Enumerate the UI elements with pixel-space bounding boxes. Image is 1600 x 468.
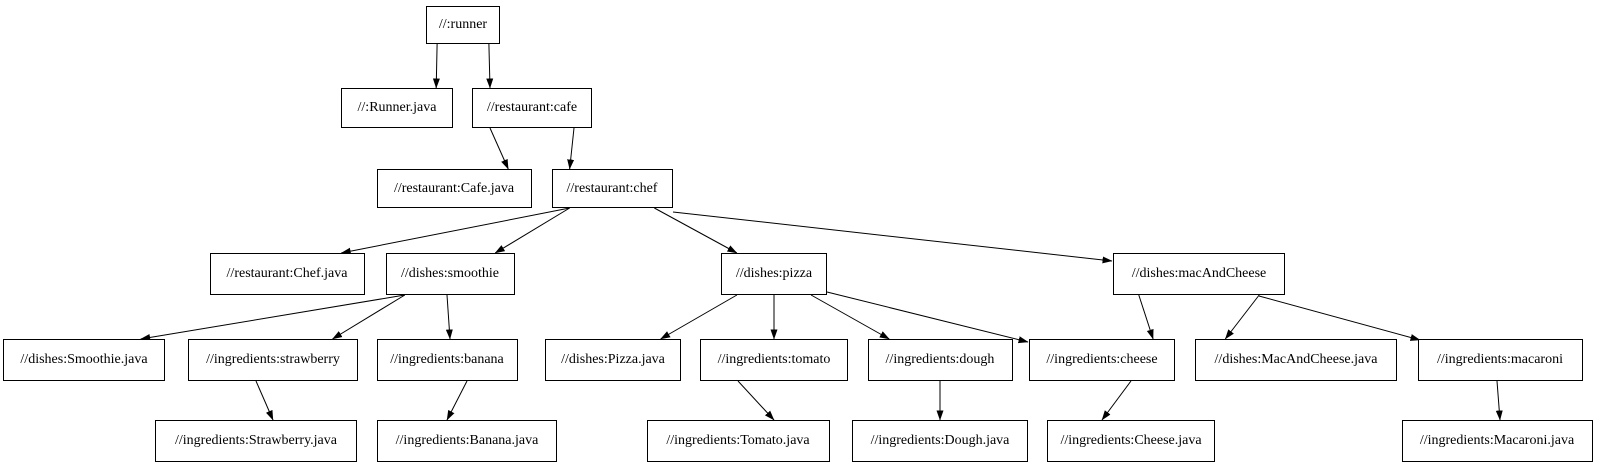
graph-node-label: //ingredients:Strawberry.java (175, 433, 337, 448)
edge-pizza-to-dough (810, 294, 890, 340)
graph-node-dough-java: //ingredients:Dough.java (852, 420, 1028, 462)
graph-node-cafe-java: //restaurant:Cafe.java (376, 169, 532, 208)
edge-pizza-to-cheese (826, 291, 1029, 344)
graph-node-smoothie: //dishes:smoothie (385, 253, 515, 295)
edge-macaroni-to-macaroni-java (1495, 380, 1503, 421)
graph-node-strawberry-java: //ingredients:Strawberry.java (155, 420, 357, 462)
edge-tomato-to-tomato-java (737, 380, 775, 421)
edge-macandcheese-to-macandcheese-java (1224, 294, 1260, 340)
graph-node-label: //dishes:Pizza.java (561, 352, 665, 367)
graph-node-label: //ingredients:Dough.java (870, 433, 1010, 448)
graph-node-pizza: //dishes:pizza (721, 253, 827, 295)
graph-node-banana: //ingredients:banana (376, 339, 518, 381)
edge-macandcheese-to-cheese (1138, 294, 1154, 340)
graph-node-label: //ingredients:strawberry (206, 352, 340, 367)
graph-node-smoothie-java: //dishes:Smoothie.java (3, 339, 165, 381)
edge-chef-to-pizza (654, 207, 738, 254)
graph-node-label: //ingredients:Tomato.java (666, 433, 810, 448)
graph-node-label: //dishes:MacAndCheese.java (1214, 352, 1378, 367)
edge-smoothie-to-smoothie-java (140, 294, 405, 341)
edge-smoothie-to-banana (445, 294, 453, 340)
edge-cafe-to-chef (567, 127, 575, 170)
graph-node-label: //dishes:pizza (735, 266, 813, 281)
graph-node-chef-java: //restaurant:Chef.java (209, 253, 365, 295)
edge-chef-to-chef-java (340, 207, 570, 255)
graph-node-runner-java: //:Runner.java (341, 88, 453, 128)
graph-node-label: //ingredients:banana (390, 352, 504, 367)
graph-node-pizza-java: //dishes:Pizza.java (545, 339, 681, 381)
graph-node-label: //ingredients:Cheese.java (1060, 433, 1202, 448)
graph-node-cafe: //restaurant:cafe (472, 88, 592, 128)
graph-node-label: //:Runner.java (357, 100, 437, 115)
graph-node-label: //:runner (438, 17, 488, 32)
edge-cheese-to-cheese-java (1101, 380, 1132, 421)
graph-node-label: //dishes:Smoothie.java (20, 352, 148, 367)
edge-pizza-to-pizza-java (660, 294, 738, 340)
edge-smoothie-to-strawberry (332, 294, 406, 340)
edge-runner-to-cafe (486, 43, 494, 89)
graph-node-label: //restaurant:Cafe.java (393, 180, 515, 196)
graph-node-label: //dishes:smoothie (401, 266, 499, 281)
edge-chef-to-macandcheese (672, 211, 1113, 264)
edge-chef-to-smoothie (494, 207, 570, 254)
graph-node-label: //ingredients:tomato (717, 352, 831, 367)
graph-node-macaroni: //ingredients:macaroni (1417, 339, 1583, 381)
graph-node-label: //ingredients:dough (885, 352, 995, 367)
graph-node-cheese: //ingredients:cheese (1029, 339, 1175, 381)
graph-node-label: //dishes:macAndCheese (1131, 266, 1267, 281)
graph-node-chef: //restaurant:chef (551, 169, 673, 208)
graph-node-label: //ingredients:cheese (1046, 352, 1158, 367)
graph-node-macandcheese: //dishes:macAndCheese (1113, 253, 1285, 295)
graph-node-label: //ingredients:Banana.java (395, 433, 539, 448)
graph-node-tomato-java: //ingredients:Tomato.java (646, 420, 830, 462)
edge-macandcheese-to-macaroni (1258, 295, 1421, 341)
graph-node-dough: //ingredients:dough (867, 339, 1013, 381)
graph-node-label: //ingredients:macaroni (1437, 352, 1563, 367)
edge-strawberry-to-strawberry-java (255, 380, 274, 421)
edge-runner-to-runner-java (432, 43, 440, 89)
graph-node-label: //restaurant:Chef.java (226, 266, 348, 281)
graph-node-label: //ingredients:Macaroni.java (1419, 433, 1575, 448)
graph-node-banana-java: //ingredients:Banana.java (377, 420, 557, 462)
graph-node-macandcheese-java: //dishes:MacAndCheese.java (1195, 339, 1397, 381)
graph-node-macaroni-java: //ingredients:Macaroni.java (1401, 420, 1593, 462)
graph-node-label: //restaurant:chef (566, 180, 658, 196)
graph-node-strawberry: //ingredients:strawberry (188, 339, 358, 381)
graph-node-cheese-java: //ingredients:Cheese.java (1047, 420, 1215, 462)
edge-cafe-to-cafe-java (489, 127, 509, 170)
graph-node-runner: //:runner (426, 6, 500, 44)
edge-banana-to-banana-java (446, 380, 468, 421)
graph-node-label: //restaurant:cafe (486, 100, 578, 115)
graph-node-tomato: //ingredients:tomato (700, 339, 848, 381)
